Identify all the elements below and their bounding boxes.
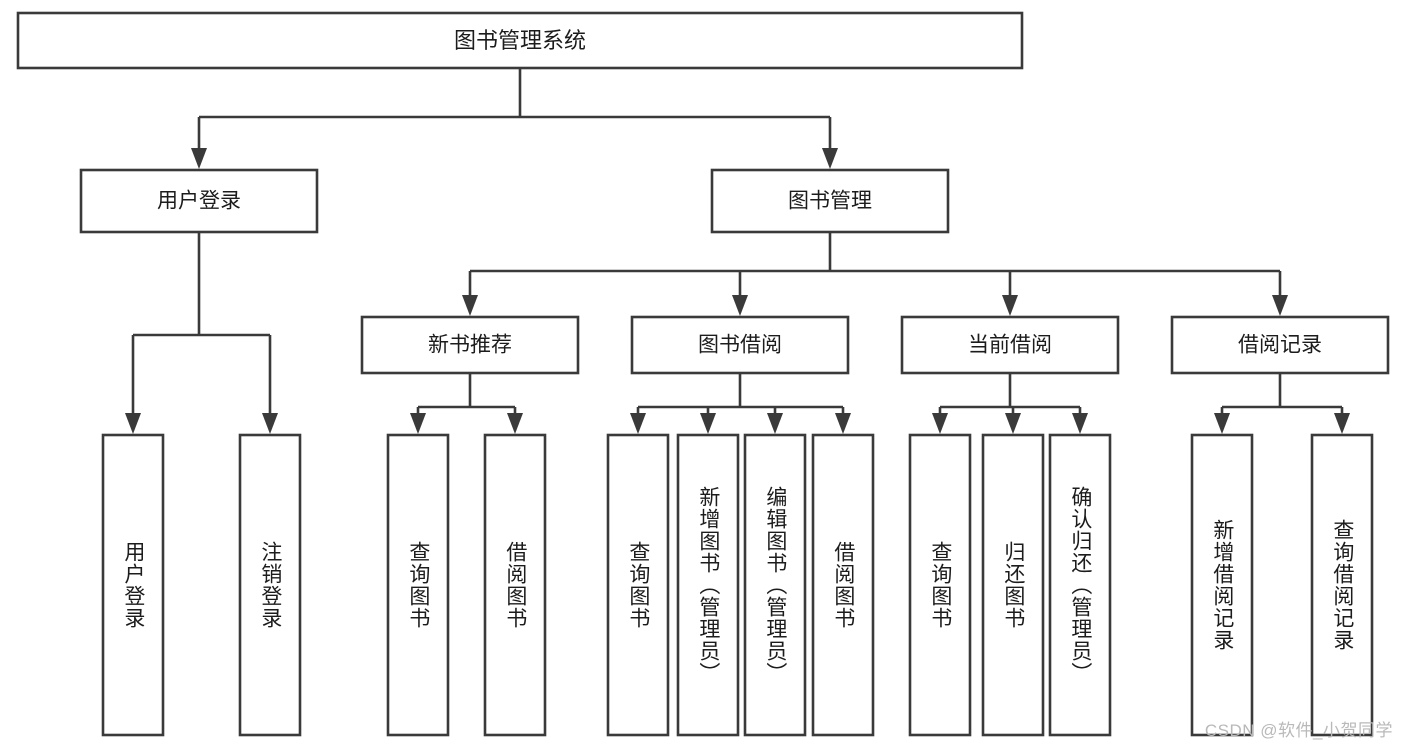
node-book-management-label: 图书管理 — [788, 190, 872, 213]
arrow-to-book-borrow — [732, 295, 748, 316]
watermark-text: CSDN @软件_小贺同学 — [1204, 721, 1393, 740]
arrow-to-leaf-query-book-2 — [630, 413, 646, 434]
leaf-box-confirm-return-admin[interactable] — [1048, 433, 1112, 737]
node-book-management-box[interactable] — [710, 168, 950, 234]
arrow-to-borrow-record — [1272, 295, 1288, 316]
leaf-box-query-book-2[interactable] — [606, 433, 670, 737]
arrow-to-leaf-borrow-book-2 — [835, 413, 851, 434]
node-borrow-record[interactable]: 借阅记录 — [1170, 315, 1390, 375]
arrow-to-current-borrow — [1002, 295, 1018, 316]
arrow-to-leaf-query-record — [1334, 413, 1350, 434]
arrow-to-leaf-add-book — [700, 413, 716, 434]
node-book-management[interactable]: 图书管理 — [710, 168, 950, 234]
node-user-login-label: 用户登录 — [157, 190, 241, 213]
arrow-to-leaf-borrow-book-1 — [507, 413, 523, 434]
node-book-borrow[interactable]: 图书借阅 — [630, 315, 850, 375]
node-current-borrow-label: 当前借阅 — [968, 334, 1052, 357]
leaf-box-layer — [101, 433, 1374, 737]
leaf-box-user-login[interactable] — [101, 433, 165, 737]
arrow-to-leaf-query-book-3 — [932, 413, 948, 434]
arrow-to-leaf-logout — [262, 413, 278, 434]
node-root-label: 图书管理系统 — [454, 28, 586, 53]
arrow-to-leaf-edit-book — [767, 413, 783, 434]
arrow-to-leaf-return-book — [1005, 413, 1021, 434]
node-user-login-box[interactable] — [79, 168, 319, 234]
node-new-book-recommend-label: 新书推荐 — [428, 334, 512, 357]
node-new-book-recommend[interactable]: 新书推荐 — [360, 315, 580, 375]
arrow-to-leaf-user-login — [125, 413, 141, 434]
leaf-box-logout[interactable] — [238, 433, 302, 737]
arrow-to-leaf-query-book-1 — [410, 413, 426, 434]
node-borrow-record-box[interactable] — [1170, 315, 1390, 375]
leaf-box-add-borrow-record[interactable] — [1190, 433, 1254, 737]
node-new-book-recommend-box[interactable] — [360, 315, 580, 375]
leaf-box-query-borrow-record[interactable] — [1310, 433, 1374, 737]
node-current-borrow-box[interactable] — [900, 315, 1120, 375]
node-borrow-record-label: 借阅记录 — [1238, 334, 1322, 357]
leaf-box-query-book-3[interactable] — [908, 433, 972, 737]
leaf-box-borrow-book-2[interactable] — [811, 433, 875, 737]
arrow-to-leaf-add-record — [1214, 413, 1230, 434]
connector-layer — [125, 68, 1350, 434]
leaf-box-borrow-book-1[interactable] — [483, 433, 547, 737]
node-layer: 图书管理系统 用户登录 图书管理 新书推荐 图书借阅 当前借阅 — [16, 11, 1390, 737]
node-root[interactable]: 图书管理系统 — [16, 11, 1024, 70]
leaf-box-query-book-1[interactable] — [386, 433, 450, 737]
node-current-borrow[interactable]: 当前借阅 — [900, 315, 1120, 375]
node-root-box[interactable] — [16, 11, 1024, 70]
arrow-to-user-login — [191, 148, 207, 169]
node-book-borrow-box[interactable] — [630, 315, 850, 375]
node-book-borrow-label: 图书借阅 — [698, 334, 782, 357]
leaf-box-return-book[interactable] — [981, 433, 1045, 737]
arrow-to-leaf-confirm-return — [1072, 413, 1088, 434]
node-user-login[interactable]: 用户登录 — [79, 168, 319, 234]
leaf-box-add-book-admin[interactable] — [676, 433, 740, 737]
leaf-box-edit-book-admin[interactable] — [743, 433, 807, 737]
arrow-to-new-book-rec — [462, 295, 478, 316]
arrow-to-book-mgmt — [822, 148, 838, 169]
